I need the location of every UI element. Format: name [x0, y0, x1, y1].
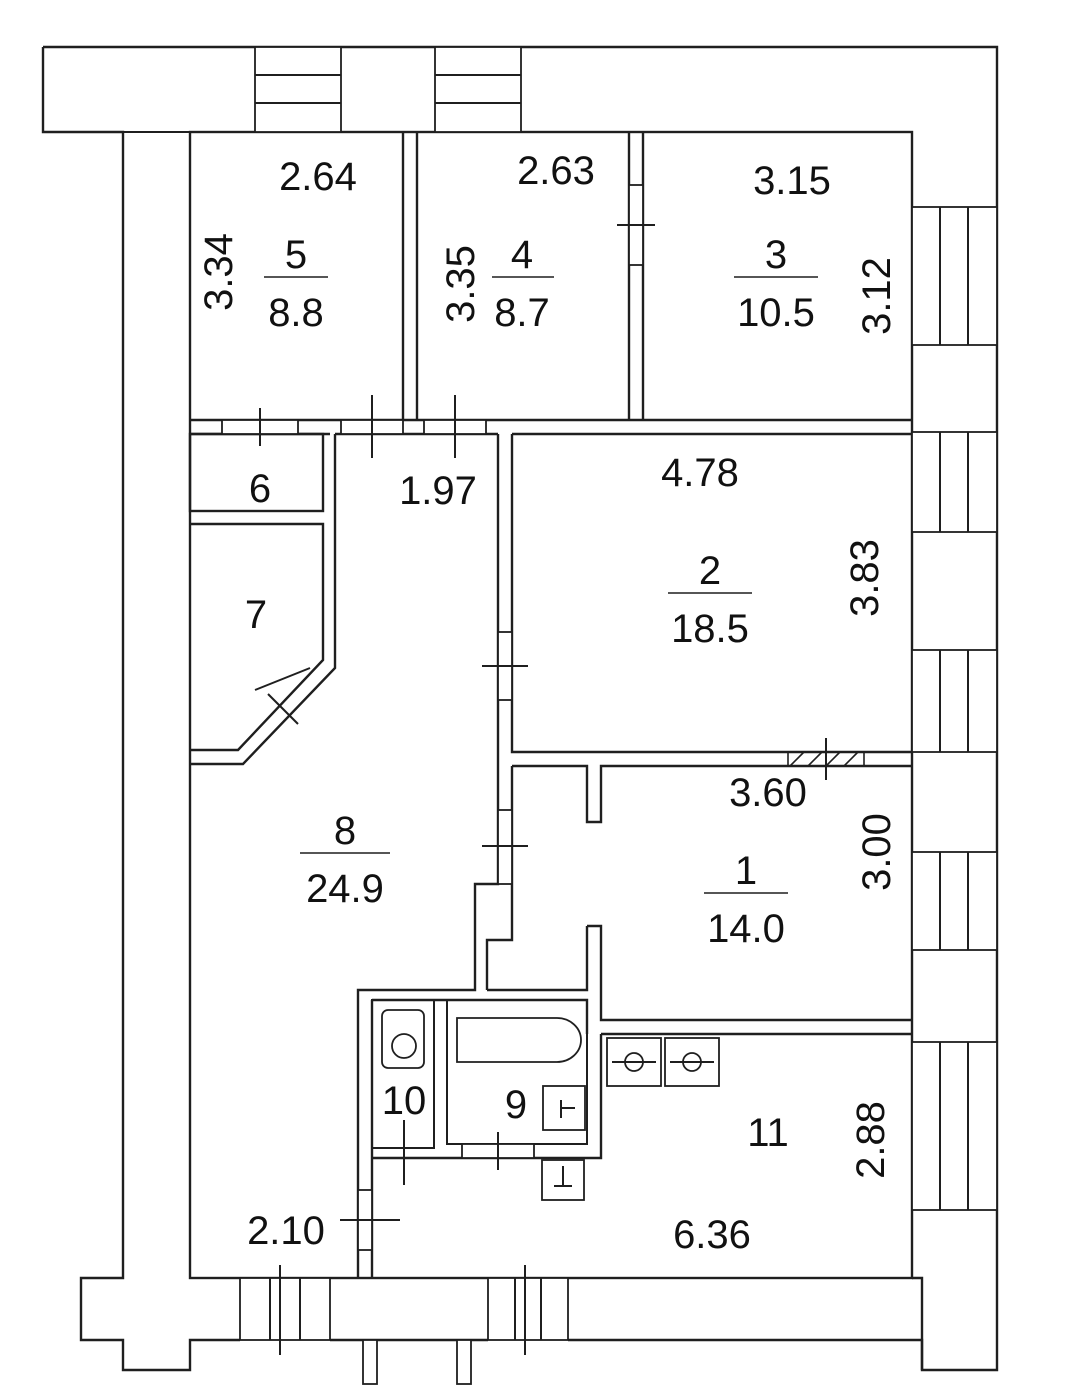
- room-number: 9: [505, 1083, 527, 1127]
- dimension-label: 3.12: [855, 257, 899, 335]
- room-area: 8.8: [268, 291, 324, 335]
- dimension-label: 3.60: [729, 771, 807, 815]
- bathtub-icon: [456, 1017, 582, 1063]
- room-area: 10.5: [737, 291, 815, 335]
- room-number: 7: [245, 593, 267, 637]
- room-number: 4: [511, 233, 533, 277]
- dimension-label: 3.34: [197, 233, 241, 311]
- room-area: 14.0: [707, 907, 785, 951]
- room-number: 5: [285, 233, 307, 277]
- room-number: 10: [382, 1079, 427, 1123]
- dimension-label: 3.15: [753, 159, 831, 203]
- dimension-label: 2.88: [849, 1101, 893, 1179]
- dimension-label: 2.10: [247, 1209, 325, 1253]
- toilet-icon: [381, 1009, 425, 1069]
- dimension-label: 2.63: [517, 149, 595, 193]
- dimension-labels: 2.64 3.34 2.63 3.35 3.15 3.12 4.78 3.83 …: [197, 149, 899, 1257]
- fixtures: [381, 1009, 720, 1201]
- room-number: 3: [765, 233, 787, 277]
- top-windows: [254, 46, 522, 133]
- washbasin-icon: [541, 1159, 585, 1201]
- room-number: 6: [249, 467, 271, 511]
- room-area: 18.5: [671, 607, 749, 651]
- dimension-label: 4.78: [661, 451, 739, 495]
- dimension-label: 6.36: [673, 1213, 751, 1257]
- dimension-label: 3.00: [855, 813, 899, 891]
- room-number: 2: [699, 549, 721, 593]
- dimension-label: 2.64: [279, 155, 357, 199]
- room-area: 8.7: [494, 291, 550, 335]
- sink-icon: [542, 1085, 586, 1131]
- room-number: 11: [747, 1111, 789, 1155]
- dimension-label: 1.97: [399, 469, 477, 513]
- dimension-label: 3.83: [843, 539, 887, 617]
- vent-hatch: [787, 738, 865, 780]
- stove-icon: [606, 1037, 720, 1087]
- bottom-windows: [239, 1265, 569, 1385]
- dimension-label: 3.35: [439, 245, 483, 323]
- room-area: 24.9: [306, 867, 384, 911]
- door-marks: [221, 184, 655, 1251]
- right-windows: [911, 206, 998, 1211]
- room-labels: 5 8.8 4 8.7 3 10.5 2 18.5 1 14.0 8 24.9 …: [245, 233, 818, 1155]
- room-number: 1: [735, 849, 757, 893]
- room-number: 8: [334, 809, 356, 853]
